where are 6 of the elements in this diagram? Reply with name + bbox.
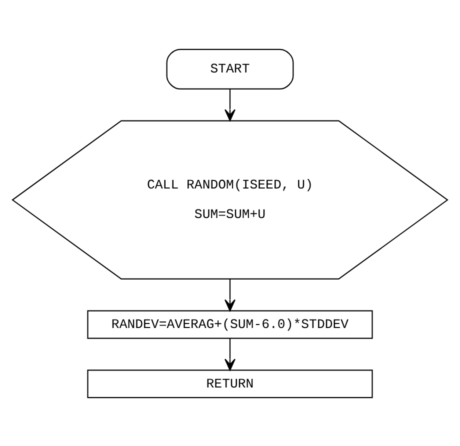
node-box: START [166, 48, 294, 89]
node-box: RETURN [87, 369, 373, 398]
node-box: RANDEV=AVERAG+(SUM-6.0)*STDDEV [87, 310, 373, 338]
arrow [224, 278, 236, 311]
arrow [224, 338, 236, 370]
arrow [224, 88, 236, 121]
